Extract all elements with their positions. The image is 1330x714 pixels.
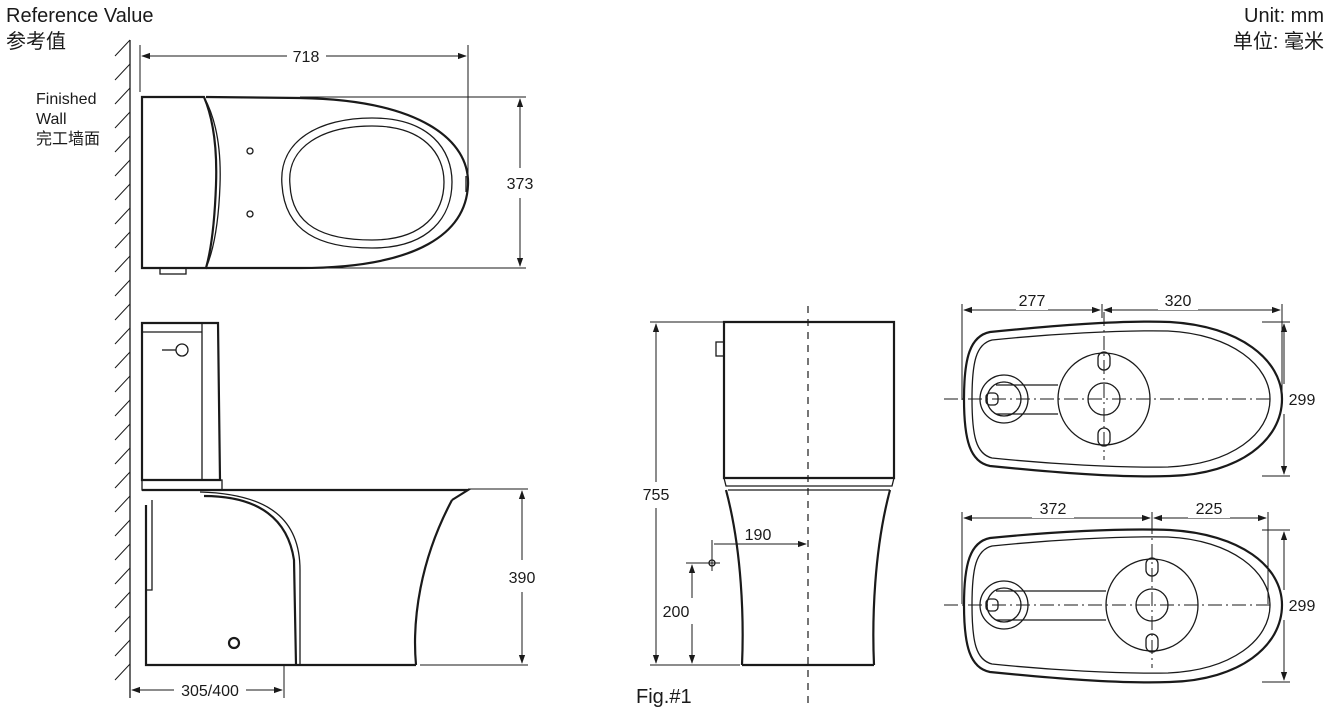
- top-view: 718 373: [139, 45, 534, 275]
- finished-wall-label-zh: 完工墙面: [36, 131, 101, 148]
- figure-label: Fig.#1: [636, 686, 692, 708]
- dim-base2-right: 225: [1196, 501, 1223, 518]
- base-view-2: 372 225 299: [944, 500, 1316, 684]
- finished-wall: [114, 39, 131, 698]
- dim-seat-height: 390: [509, 570, 536, 587]
- dim-top-length: 718: [293, 49, 320, 66]
- unit-label-zh: 单位: 毫米: [1232, 31, 1324, 53]
- finished-wall-label-line1: Finished: [36, 91, 97, 108]
- dim-base1-right: 320: [1165, 293, 1192, 310]
- finished-wall-label-line2: Wall: [36, 111, 67, 128]
- dim-base2-left: 372: [1040, 501, 1067, 518]
- side-view: 390 305/400: [131, 321, 536, 700]
- unit-label: Unit: mm: [1244, 5, 1324, 27]
- front-view: 755 190 200: [643, 306, 896, 706]
- reference-value-title-zh: 参考值: [6, 31, 66, 53]
- reference-value-title: Reference Value: [6, 5, 154, 27]
- dim-supply-offset: 190: [745, 527, 772, 544]
- dim-rough-in: 305/400: [181, 683, 239, 700]
- dim-base2-width: 299: [1289, 598, 1316, 615]
- dim-total-height: 755: [643, 487, 670, 504]
- dim-top-width: 373: [507, 176, 534, 193]
- base-view-1: 277 320 299: [944, 292, 1316, 478]
- dim-base1-left: 277: [1019, 293, 1046, 310]
- dim-supply-height: 200: [663, 604, 690, 621]
- dim-base1-width: 299: [1289, 392, 1316, 409]
